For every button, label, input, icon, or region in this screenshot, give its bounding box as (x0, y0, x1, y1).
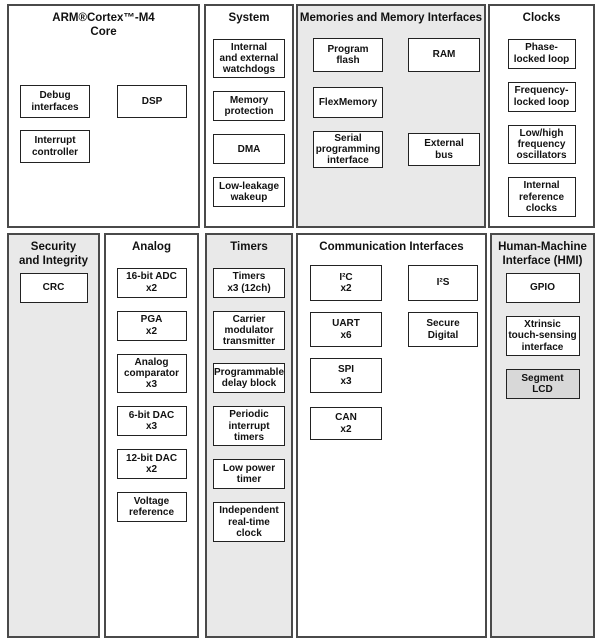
block-can: CAN x2 (310, 407, 382, 440)
section-clocks-title: Clocks (522, 12, 561, 24)
block-16bit-adc: 16-bit ADC x2 (116, 267, 187, 298)
section-timers-title: Timers (230, 241, 268, 253)
block-gpio: GPIO (505, 273, 580, 304)
block-i2s: I²S (408, 265, 478, 301)
section-communication-title: Communication Interfaces (319, 241, 464, 253)
block-voltage-reference: Voltage reference (116, 492, 187, 523)
block-pga: PGA x2 (116, 310, 187, 341)
block-memory-protection: Memory protection (213, 91, 285, 122)
block-i2c: I²C x2 (310, 265, 382, 301)
section-communication: Communication Interfaces I²C x2 I²S UART… (296, 233, 487, 638)
block-6bit-dac: 6-bit DAC x3 (116, 406, 187, 437)
section-timers: Timers Timers x3 (12ch) Carrier modulato… (205, 233, 293, 638)
section-hmi-title: Human-Machine Interface (HMI) (498, 241, 587, 267)
section-system-title: System (228, 12, 270, 24)
block-spi: SPI x3 (310, 358, 382, 393)
section-clocks: Clocks Phase- locked loop Frequency- loc… (488, 4, 595, 228)
block-independent-rtc: Independent real-time clock (213, 502, 285, 543)
block-crc: CRC (19, 273, 88, 304)
block-phase-locked-loop: Phase- locked loop (507, 38, 576, 69)
section-core-title: ARM®Cortex™-M4 Core (52, 12, 155, 38)
block-carrier-modulator-transmitter: Carrier modulator transmitter (213, 310, 285, 351)
block-frequency-locked-loop: Frequency- locked loop (507, 81, 576, 112)
section-system: System Internal and external watchdogs M… (204, 4, 294, 228)
block-timers-12ch: Timers x3 (12ch) (213, 267, 285, 298)
section-analog-title: Analog (132, 241, 171, 253)
block-analog-comparator: Analog comparator x3 (116, 353, 187, 394)
block-serial-programming-interface: Serial programming interface (313, 131, 383, 168)
section-analog: Analog 16-bit ADC x2 PGA x2 Analog compa… (104, 233, 199, 638)
block-xtrinsic-touch-sensing: Xtrinsic touch-sensing interface (505, 316, 580, 357)
section-security: Security and Integrity CRC (7, 233, 100, 638)
block-low-power-timer: Low power timer (213, 459, 285, 490)
block-program-flash: Program flash (313, 38, 383, 72)
block-oscillators: Low/high frequency oscillators (507, 124, 576, 165)
section-memories: Memories and Memory Interfaces Program f… (296, 4, 486, 228)
block-watchdogs: Internal and external watchdogs (213, 38, 285, 79)
block-dsp: DSP (117, 85, 187, 118)
block-12bit-dac: 12-bit DAC x2 (116, 449, 187, 480)
block-secure-digital: Secure Digital (408, 312, 478, 347)
block-ram: RAM (408, 38, 480, 72)
block-programmable-delay-block: Programmable delay block (213, 363, 285, 394)
block-interrupt-controller: Interrupt controller (20, 130, 90, 163)
block-flexmemory: FlexMemory (313, 87, 383, 118)
section-memories-title: Memories and Memory Interfaces (299, 12, 483, 24)
block-internal-reference-clocks: Internal reference clocks (507, 177, 576, 218)
block-dma: DMA (213, 134, 285, 165)
block-debug-interfaces: Debug interfaces (20, 85, 90, 118)
section-security-title: Security and Integrity (18, 241, 88, 267)
block-segment-lcd: Segment LCD (505, 369, 580, 400)
section-hmi: Human-Machine Interface (HMI) GPIO Xtrin… (490, 233, 595, 638)
block-external-bus: External bus (408, 133, 480, 166)
section-core: ARM®Cortex™-M4 Core Debug interfaces DSP… (7, 4, 200, 228)
block-periodic-interrupt-timers: Periodic interrupt timers (213, 406, 285, 447)
block-uart: UART x6 (310, 312, 382, 347)
block-low-leakage-wakeup: Low-leakage wakeup (213, 177, 285, 208)
